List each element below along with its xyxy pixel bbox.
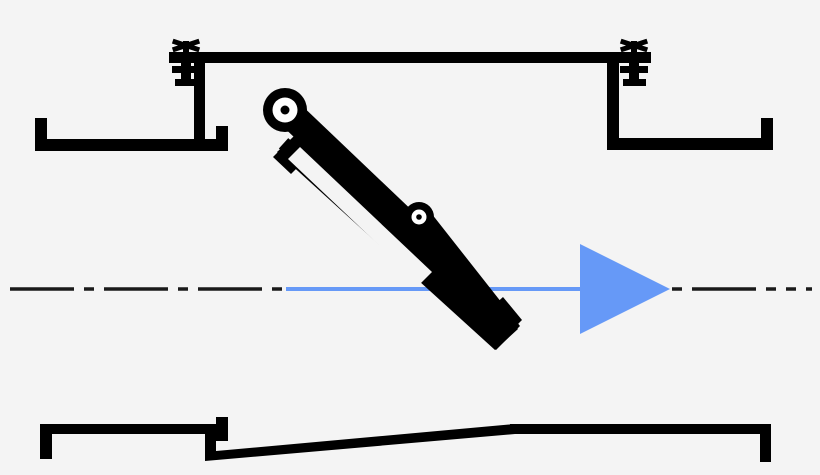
right-bracket-outer-leg xyxy=(761,118,773,144)
left-bracket-flange xyxy=(216,126,228,146)
right-bolt-fastener xyxy=(617,38,651,86)
upper-assembly xyxy=(35,38,773,151)
left-bracket-base xyxy=(35,139,228,151)
hydraulic-damper-assembly xyxy=(263,88,522,350)
rod-body-gap xyxy=(288,147,432,284)
upper-eyelet-pin xyxy=(280,105,290,115)
left-bolt-washer-bottom xyxy=(175,79,198,86)
rod-end-tip xyxy=(480,297,522,344)
lower-rod-eyelet xyxy=(404,202,434,232)
lower-left-deck xyxy=(40,424,222,434)
left-mounting-bracket xyxy=(35,63,228,151)
flow-direction-arrow xyxy=(580,244,670,334)
right-bracket-riser xyxy=(607,63,619,147)
lower-right-deck xyxy=(510,424,770,434)
lower-ramp-structure xyxy=(40,417,771,462)
piston-rod xyxy=(275,99,441,258)
right-bolt-shank xyxy=(629,63,639,85)
right-bolt-washer-bottom xyxy=(623,79,646,86)
left-bracket-outer-leg xyxy=(35,118,47,144)
right-bolt-washer-top xyxy=(617,52,651,63)
upper-frame-rail xyxy=(190,52,645,63)
right-bolt-washer-mid xyxy=(620,66,648,73)
right-mounting-bracket xyxy=(607,63,773,150)
lower-incline-ramp xyxy=(205,424,515,461)
left-bolt-washer-mid xyxy=(172,66,200,73)
upper-eyelet-mount xyxy=(263,88,307,132)
lower-right-leg xyxy=(760,424,771,462)
lower-step-tab xyxy=(216,417,228,441)
left-bolt-washer-top xyxy=(169,52,203,63)
left-bolt-shank xyxy=(181,63,191,85)
left-bolt-fastener xyxy=(169,38,203,86)
left-bracket-riser xyxy=(194,63,205,145)
centerline-group xyxy=(10,244,812,334)
right-bracket-base xyxy=(607,138,773,150)
lower-eyelet-pin xyxy=(416,214,422,220)
lower-step-riser xyxy=(205,430,216,460)
